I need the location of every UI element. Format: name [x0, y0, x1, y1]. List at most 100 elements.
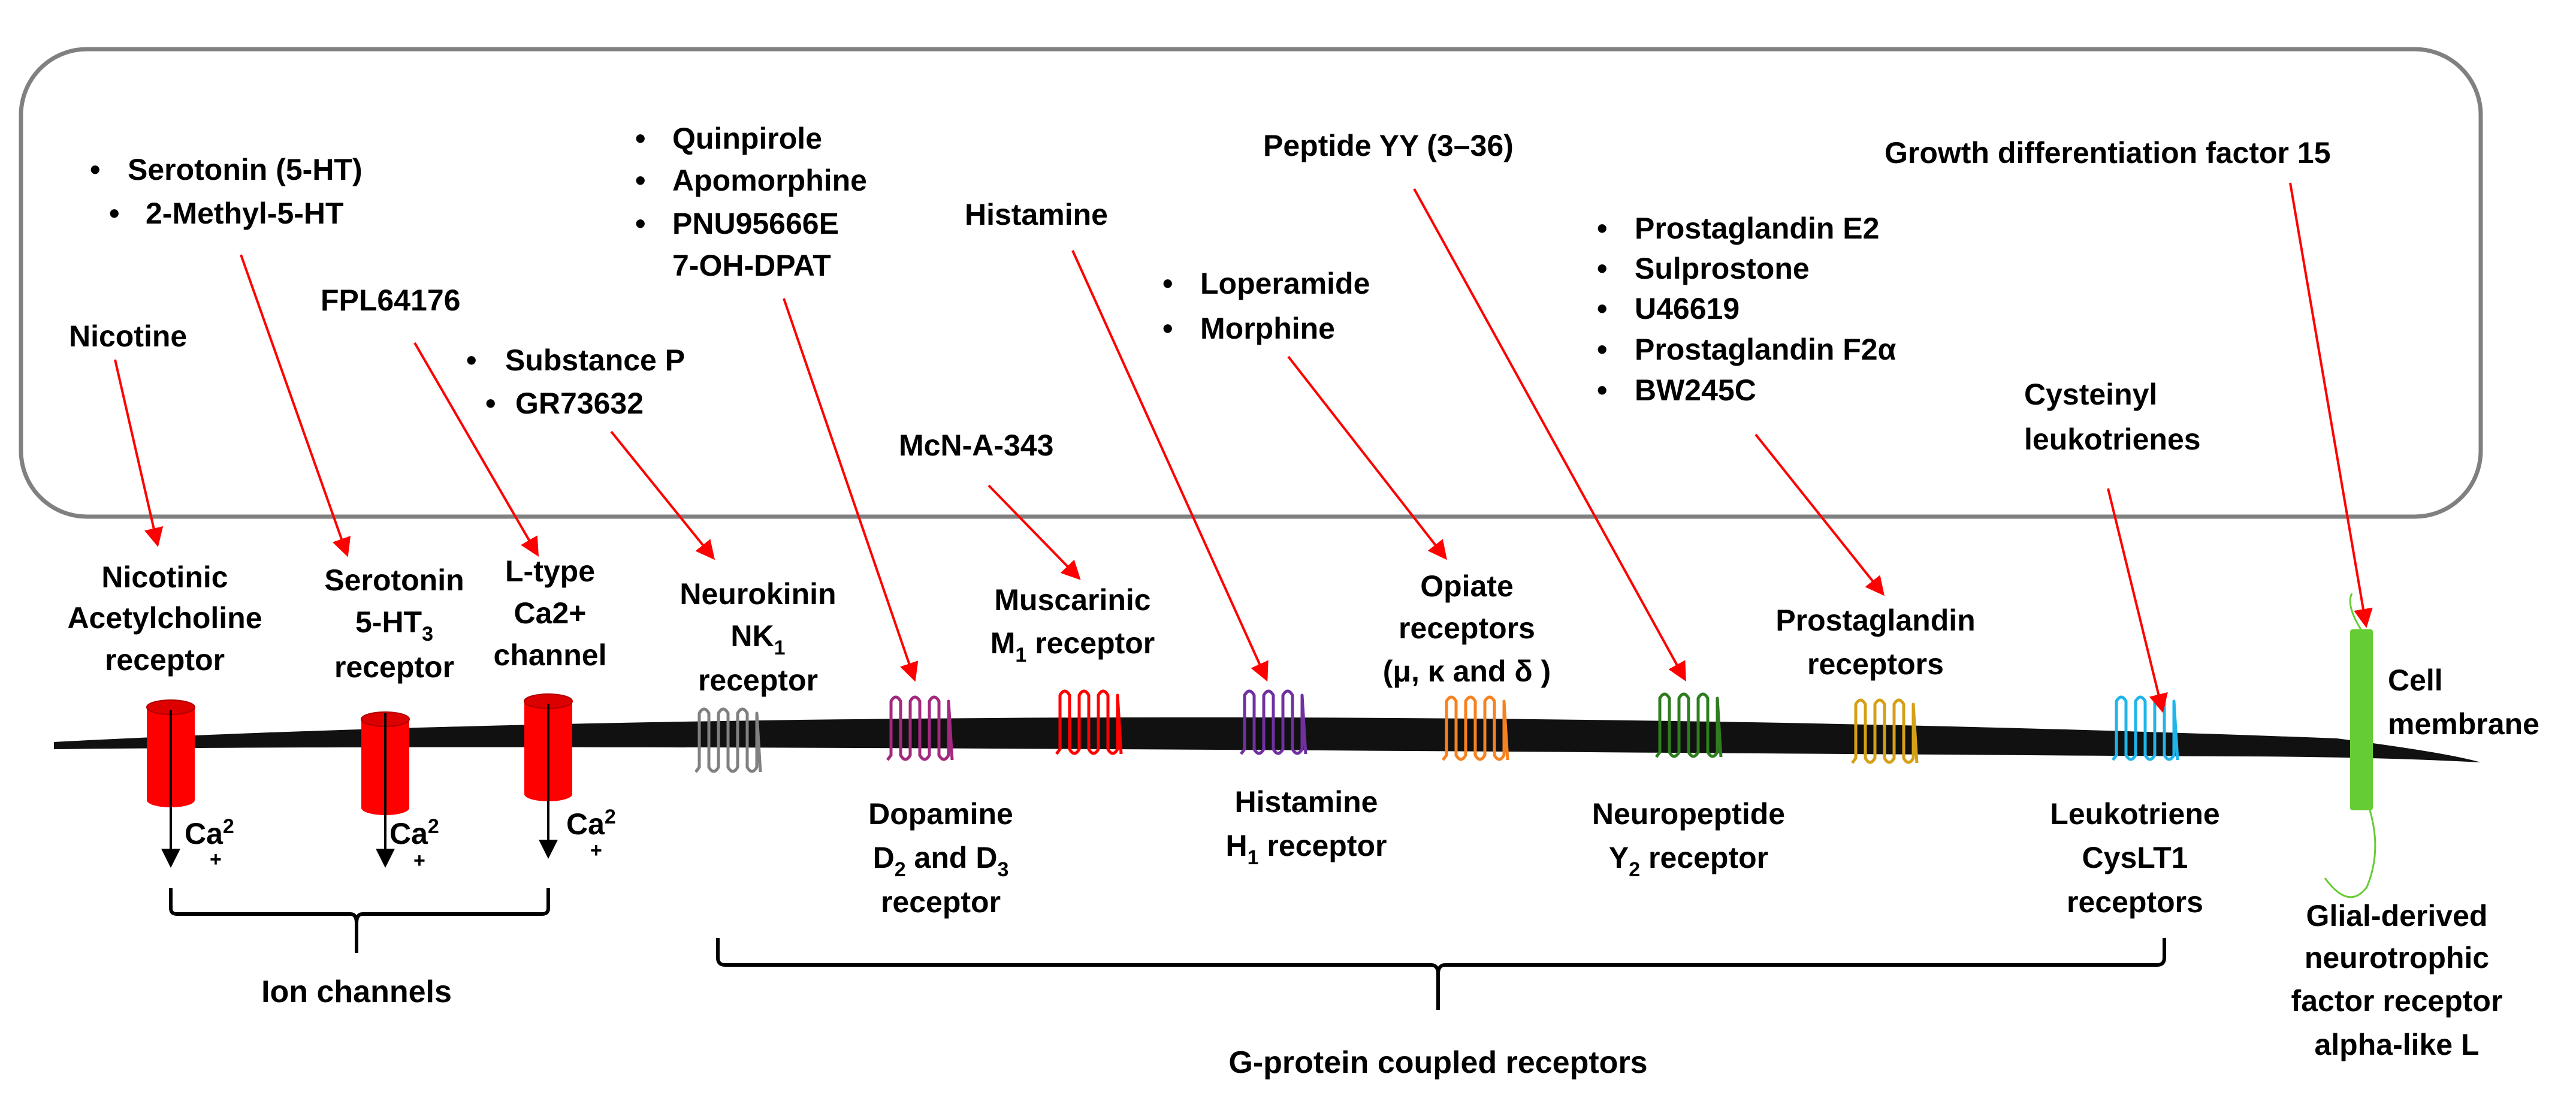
- arrow-cysteinyl: [2107, 488, 2168, 713]
- bullet: •: [635, 207, 646, 240]
- arrow-prostaglandin: [1754, 433, 1885, 596]
- receptor-prostaglandin-line2: receptors: [1807, 647, 1944, 681]
- ligand-apomorphine: Apomorphine: [672, 164, 867, 197]
- bullet: •: [1162, 312, 1173, 345]
- arrow-gdf15: [2289, 182, 2373, 628]
- ligand-peptide-yy: Peptide YY (3–36): [1263, 129, 1514, 162]
- arrow-substance-p: [610, 430, 715, 560]
- ligand-quinpirole: Quinpirole: [672, 122, 822, 155]
- ligand-gdf15: Growth differentiation factor 15: [1885, 136, 2331, 170]
- ligand-prostaglandin-e2: Prostaglandin E2: [1635, 212, 1879, 245]
- arrow-mcn: [987, 484, 1081, 580]
- receptor-ltype-line3: channel: [494, 638, 607, 672]
- gpcr-nk1: [694, 707, 762, 773]
- group-label-ion-channels: Ion channels: [261, 975, 452, 1009]
- receptor-prostaglandin-line1: Prostaglandin: [1775, 604, 1975, 637]
- ion-plus-2: +: [413, 849, 425, 872]
- ion-plus-1: +: [210, 848, 222, 871]
- receptor-ltype-line1: L-type: [505, 554, 595, 588]
- gpcr-h1: [1240, 689, 1307, 755]
- receptor-opiate-line1: Opiate: [1420, 569, 1514, 603]
- receptor-nk1-line2: NK1: [730, 619, 785, 659]
- bullet: •: [1597, 373, 1608, 407]
- ligand-sulprostone: Sulprostone: [1635, 252, 1810, 285]
- ligand-bw245c: BW245C: [1635, 373, 1756, 407]
- receptor-nk1-line1: Neurokinin: [680, 577, 836, 611]
- ligand-box: [19, 47, 2483, 519]
- receptor-5ht3-line3: receptor: [334, 650, 454, 684]
- receptor-nk1-line3: receptor: [698, 663, 818, 697]
- ligand-substance-p: Substance P: [505, 343, 685, 377]
- ion-label-ca-1: Ca2: [185, 815, 234, 850]
- arrow-serotonin: [240, 254, 351, 557]
- arrow-nicotine: [114, 359, 164, 547]
- arrow-dopamine: [783, 298, 919, 682]
- ligand-u46619: U46619: [1635, 292, 1740, 325]
- ligand-morphine: Morphine: [1200, 312, 1335, 345]
- ligand-arrows: [114, 182, 2373, 713]
- receptor-leukotriene-line1: Leukotriene: [2050, 797, 2219, 831]
- receptor-histamine-line1: Histamine: [1235, 785, 1378, 819]
- receptor-y2-line1: Neuropeptide: [1592, 797, 1785, 831]
- bullet: •: [1597, 212, 1608, 245]
- ligand-nicotine: Nicotine: [69, 319, 187, 353]
- ligand-cysteinyl: Cysteinyl: [2024, 378, 2157, 411]
- receptor-dopamine-line1: Dopamine: [868, 797, 1013, 831]
- ligand-mcn-a-343: McN-A-343: [899, 429, 1053, 462]
- ligand-histamine: Histamine: [965, 198, 1108, 231]
- bullet: •: [1597, 333, 1608, 366]
- receptor-5ht3-line2: 5-HT3: [355, 605, 433, 645]
- receptor-nachr-line2: Acetylcholine: [67, 601, 262, 635]
- arrow-histamine: [1071, 250, 1269, 682]
- ion-label-ca-3: Ca2: [566, 806, 616, 841]
- receptor-opiate-line3: (μ, κ and δ ): [1383, 654, 1551, 688]
- gpcr-d2: [886, 695, 954, 761]
- receptor-histamine-line2: H1 receptor: [1226, 829, 1387, 869]
- cell-membrane-label-line2: membrane: [2388, 707, 2539, 741]
- receptor-leukotriene-line2: CysLT1: [2082, 841, 2188, 874]
- bullet: •: [466, 343, 477, 377]
- ligand-loperamide: Loperamide: [1200, 267, 1370, 300]
- ligand-serotonin: Serotonin (5-HT): [128, 153, 363, 186]
- group-label-gpcr: G-protein coupled receptors: [1228, 1045, 1647, 1080]
- receptor-dopamine-line2: D2 and D3: [873, 841, 1009, 881]
- ion-label-ca-2: Ca2: [389, 815, 439, 850]
- ligand-leukotrienes: leukotrienes: [2024, 423, 2201, 456]
- cell-membrane-label-line1: Cell: [2388, 663, 2443, 697]
- receptor-gfral-line3: factor receptor: [2291, 984, 2503, 1018]
- gpcr-pg: [1851, 698, 1919, 764]
- bullet: •: [1162, 267, 1173, 300]
- ligand-prostaglandin-f2a: Prostaglandin F2α: [1635, 333, 1896, 366]
- gpcr-opiate: [1442, 695, 1509, 761]
- gpcr-m1: [1055, 689, 1123, 755]
- receptor-dopamine-line3: receptor: [881, 885, 1001, 919]
- receptor-nachr-line3: receptor: [105, 643, 225, 677]
- receptor-muscarinic-line1: Muscarinic: [994, 583, 1150, 617]
- bullet: •: [1597, 252, 1608, 285]
- gpcr-lt: [2112, 695, 2179, 761]
- receptor-muscarinic-line2: M1 receptor: [990, 626, 1155, 666]
- bullet: •: [635, 122, 646, 155]
- gpcr-glyphs: [694, 689, 2179, 773]
- ligand-pnu95666e: PNU95666E: [672, 207, 839, 240]
- ligand-7-oh-dpat: 7-OH-DPAT: [672, 249, 831, 282]
- arrow-peptide-yy: [1413, 188, 1686, 682]
- receptor-ltype-line2: Ca2+: [514, 596, 587, 630]
- ligand-fpl64176: FPL64176: [321, 283, 460, 317]
- receptor-gfral-line4: alpha-like L: [2314, 1028, 2479, 1061]
- bullet: •: [109, 197, 120, 230]
- gpcr-y2: [1655, 692, 1723, 758]
- receptor-gfral-line1: Glial-derived: [2306, 899, 2488, 933]
- receptor-5ht3-line1: Serotonin: [324, 563, 464, 597]
- bullet: •: [485, 387, 496, 420]
- brace-gpcr: [716, 938, 2166, 1010]
- gfral-receptor: [2324, 593, 2376, 898]
- ligand-gr73632: GR73632: [515, 387, 644, 420]
- ion-plus-3: +: [590, 839, 602, 862]
- receptor-nachr-line1: Nicotinic: [101, 560, 228, 594]
- receptor-y2-line2: Y2 receptor: [1609, 841, 1768, 881]
- bullet: •: [635, 164, 646, 197]
- receptor-leukotriene-line3: receptors: [2067, 885, 2203, 919]
